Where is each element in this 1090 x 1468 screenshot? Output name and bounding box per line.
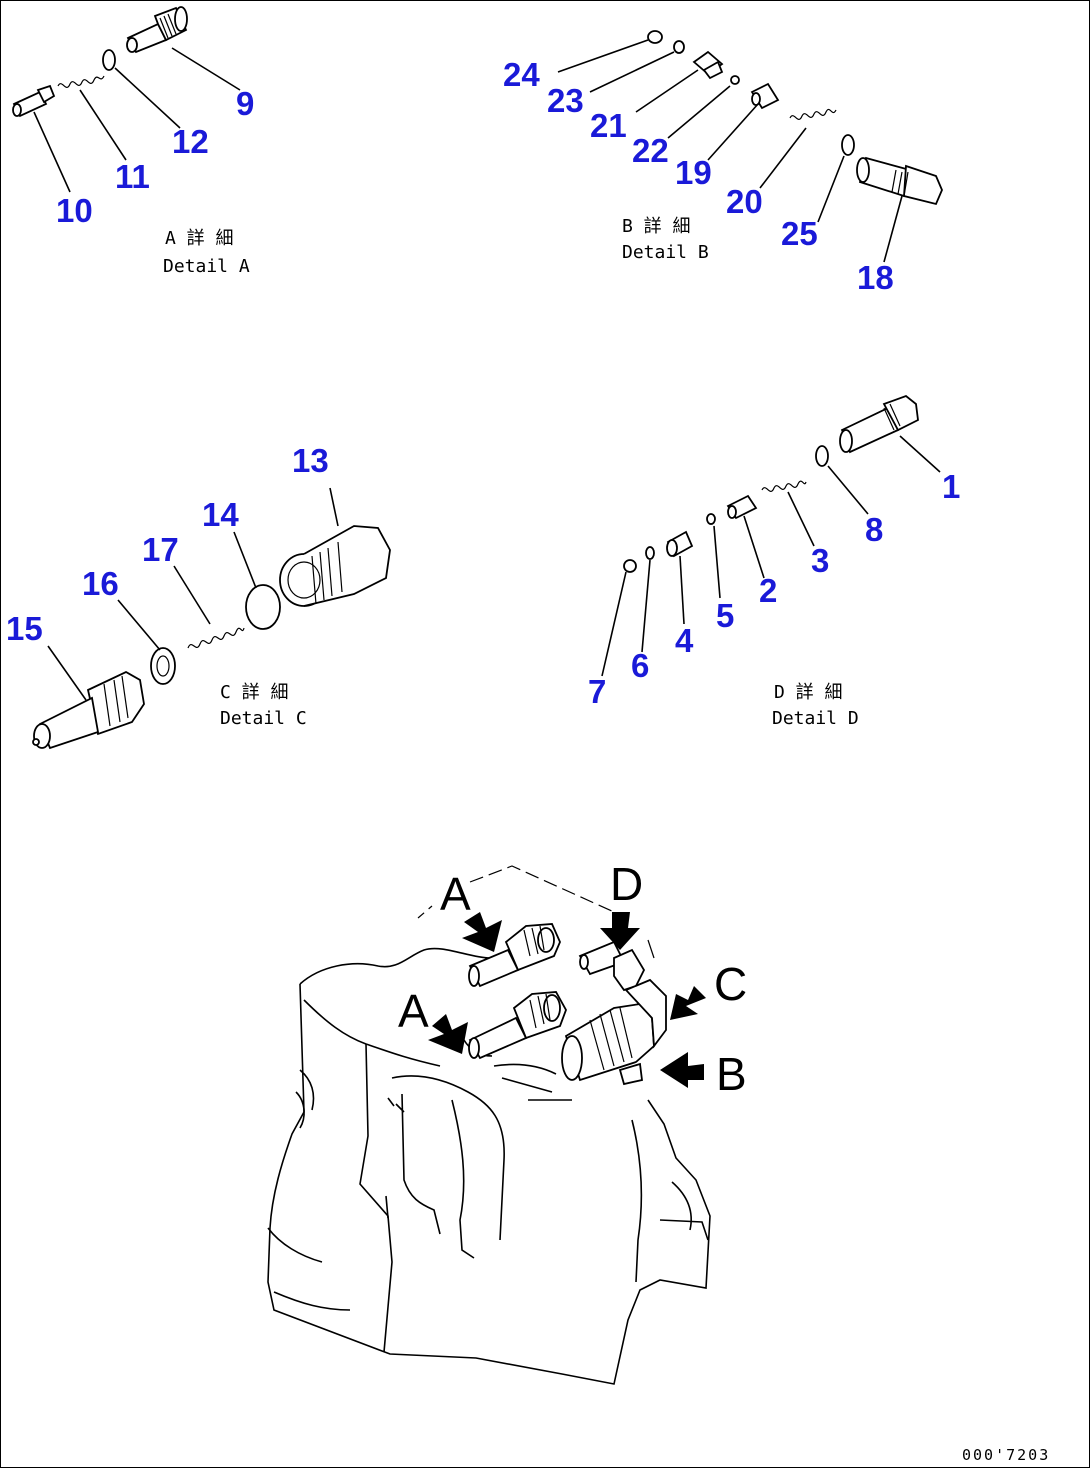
arrow-a-lower [428,1014,468,1054]
callout-19: 19 [675,154,712,191]
callout-12: 12 [172,123,209,160]
part-21-plug [692,50,724,80]
part-6-o-ring [645,546,655,560]
detail-b-caption-en: Detail B [622,242,709,263]
part-5-ball [706,513,716,525]
detail-d-caption-jp: D 詳 細 [774,682,843,703]
part-11-spring [57,75,105,89]
callout-14: 14 [202,496,239,533]
callout-4: 4 [675,622,694,659]
callout-22: 22 [632,132,669,169]
detail-a-group [12,6,241,193]
part-2-poppet [726,494,758,520]
callout-9: 9 [236,85,254,122]
detail-a-caption-jp: A 詳 細 [165,228,234,249]
callout-24: 24 [503,56,540,93]
assembly-plug-a-lower [468,991,567,1060]
part-25-o-ring [841,134,855,156]
callout-25: 25 [781,215,818,252]
callout-13: 13 [292,442,329,479]
callout-16: 16 [82,565,119,602]
callout-21: 21 [590,107,627,144]
part-15-piston [32,670,145,750]
part-4-seat [666,530,694,558]
marker-d: D [610,858,643,910]
callout-15: 15 [6,610,43,647]
part-9-plug [126,6,188,54]
detail-d-group [601,394,941,677]
assembly-plug-a-upper [468,923,561,988]
assembly-plug-d [578,939,655,992]
assembly-plug-c-b [561,978,667,1086]
callout-7: 7 [588,673,606,710]
part-16-ring [150,647,176,685]
marker-a-upper: A [440,868,471,920]
marker-a-lower: A [398,985,429,1037]
detail-a-caption-en: Detail A [163,256,250,277]
part-3-spring [761,480,807,493]
callout-1: 1 [942,468,960,505]
part-18-plug [856,156,943,206]
arrow-c [670,986,706,1020]
marker-b: B [716,1048,747,1100]
detail-c-group [32,487,391,750]
callout-17: 17 [142,531,179,568]
arrow-a-upper [462,912,502,952]
part-20-spring [789,108,837,121]
detail-b-group [557,30,943,263]
part-1-plug [839,394,919,454]
part-22-ball [730,75,740,85]
callout-3: 3 [811,542,829,579]
part-8-o-ring [815,445,829,467]
detail-c-caption-en: Detail C [220,708,307,729]
arrow-d [600,912,640,950]
arrow-b [660,1052,704,1088]
detail-c-caption-jp: C 詳 細 [220,682,289,703]
part-19-poppet [750,82,780,110]
part-24-ring [647,30,663,44]
detail-b-caption-jp: B 詳 細 [622,216,691,237]
valve-body-assembly [267,865,711,1385]
callout-20: 20 [726,183,763,220]
callout-10: 10 [56,192,93,229]
part-7-ring [623,559,637,573]
part-13-retainer [279,525,391,607]
part-17-spring [187,627,245,649]
part-10-valve [12,84,56,118]
callout-23: 23 [547,82,584,119]
part-23-o-ring [673,40,685,54]
callout-5: 5 [716,597,734,634]
part-14-o-ring [245,584,281,630]
part-12-o-ring [102,49,116,71]
callout-11: 11 [115,158,150,195]
callout-2: 2 [759,572,777,609]
marker-c: C [714,958,747,1010]
drawing-code: 000'7203 [962,1446,1050,1464]
detail-d-caption-en: Detail D [772,708,859,729]
callout-6: 6 [631,647,649,684]
callout-8: 8 [865,511,883,548]
callout-18: 18 [857,259,894,296]
